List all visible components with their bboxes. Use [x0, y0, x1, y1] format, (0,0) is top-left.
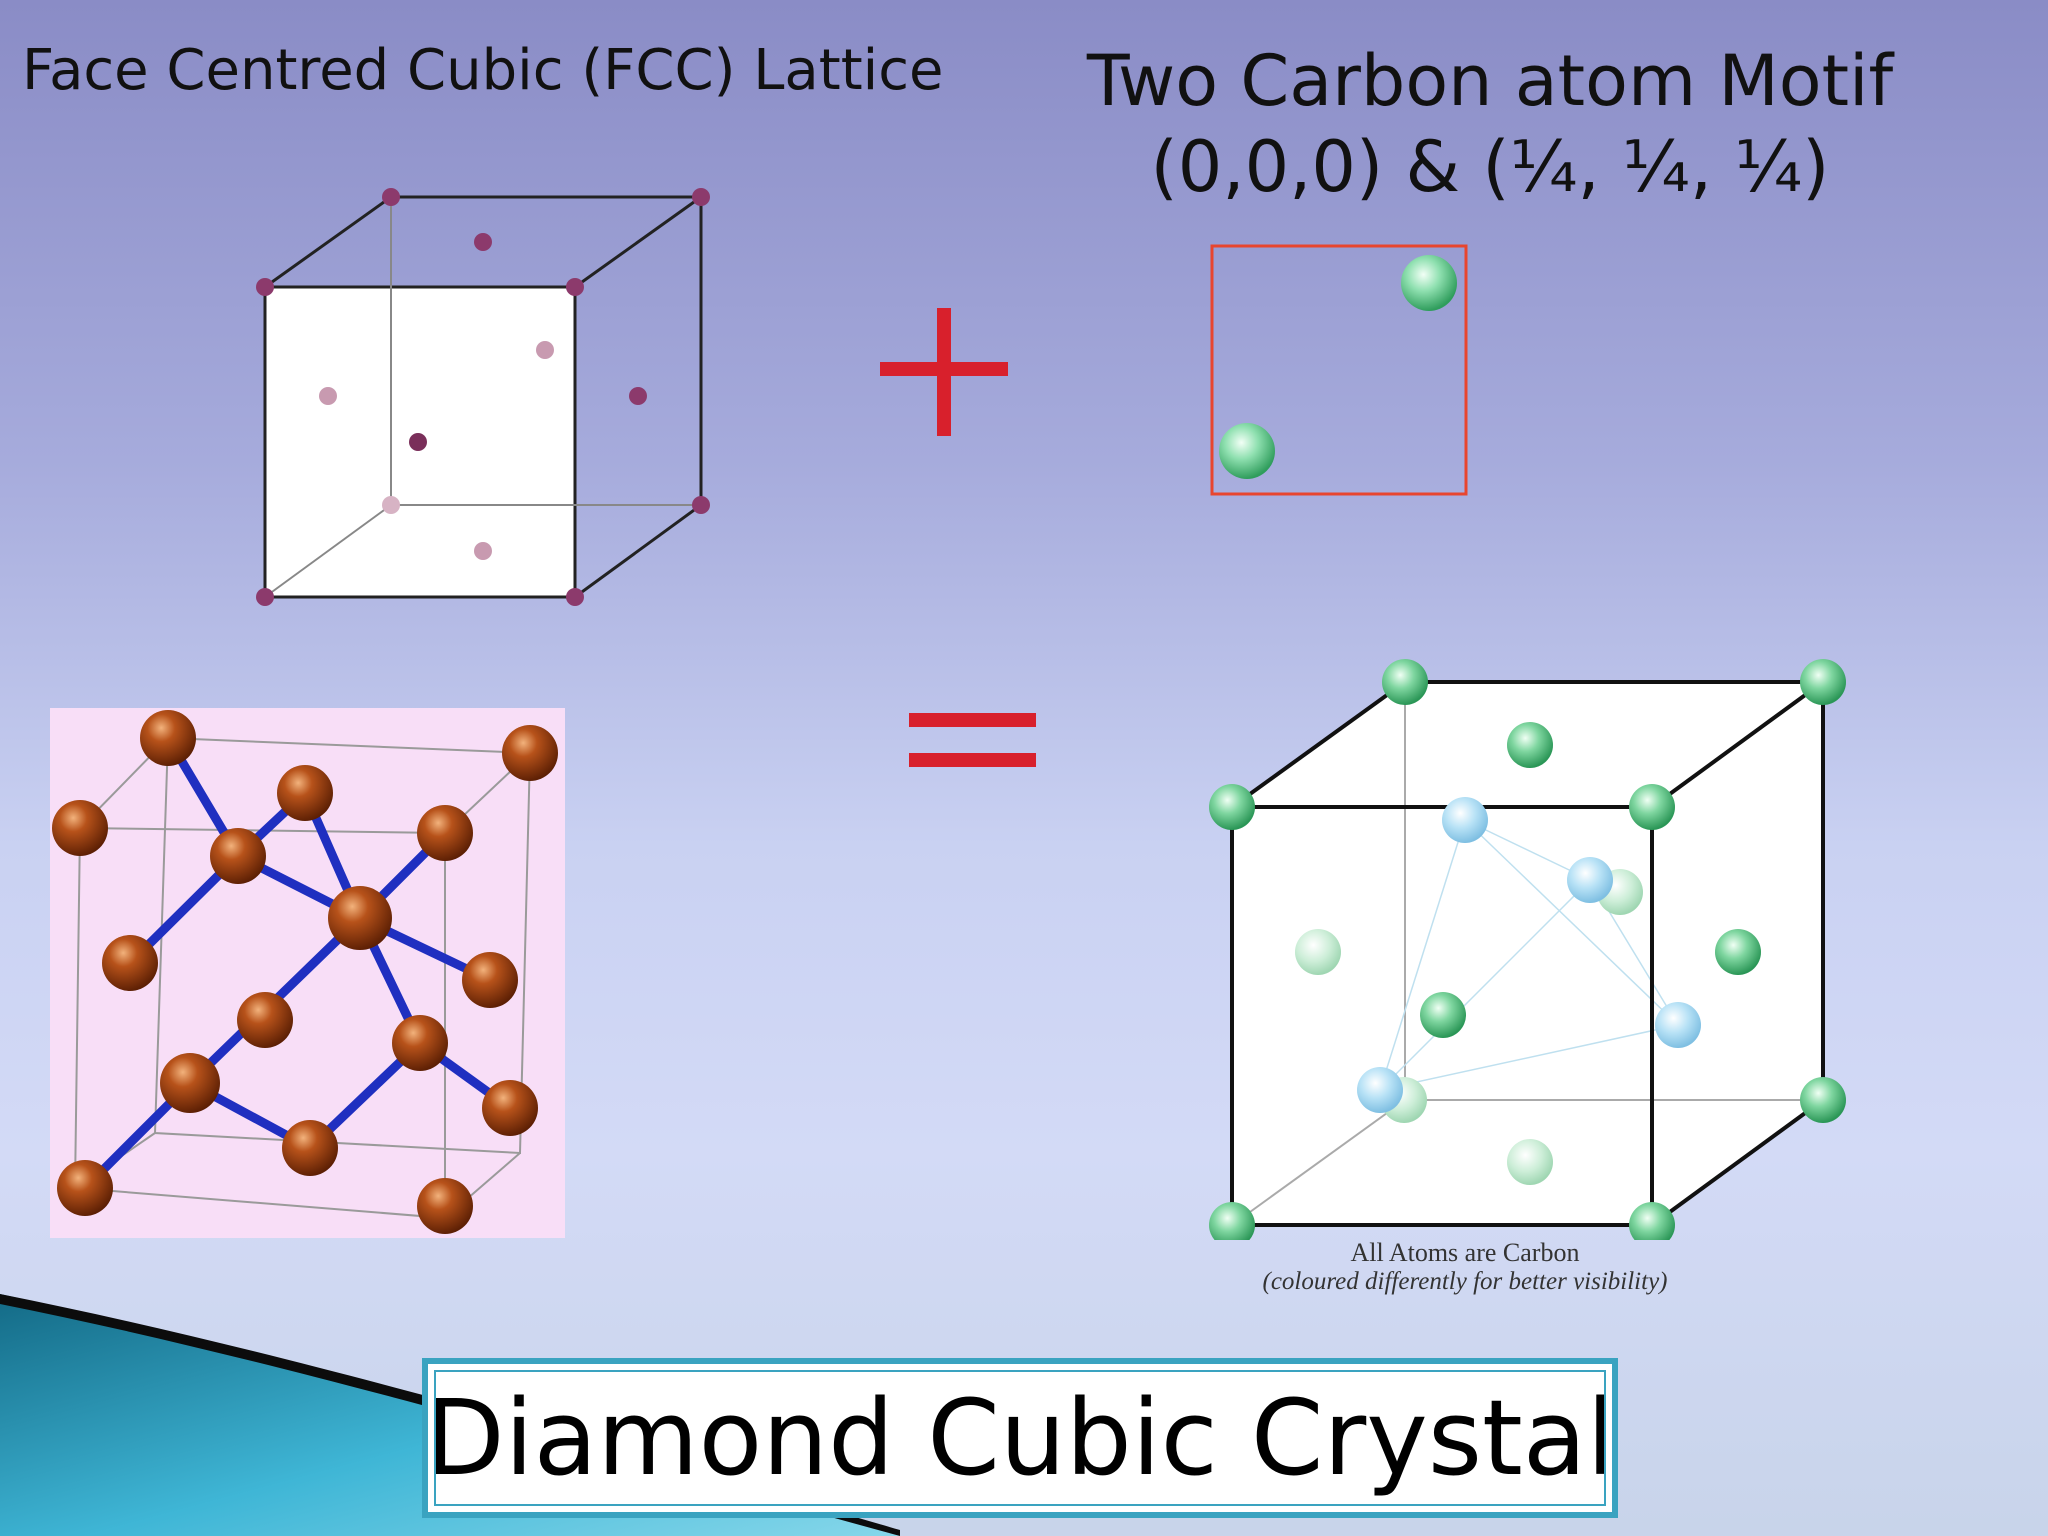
diamond-tetrahedral-atoms	[1357, 797, 1701, 1113]
ball-stick-svg	[52, 710, 558, 1234]
diamond-cubic-cell	[1209, 659, 1846, 1240]
ball-stick-model	[50, 708, 565, 1238]
lattice-face-points	[319, 233, 647, 560]
diamond-fcc-atoms	[1209, 659, 1846, 1240]
diamond-cube-edges	[1230, 680, 1825, 1227]
motif-title: Two Carbon atom Motif (0,0,0) & (¼, ¼, ¼…	[1050, 38, 1930, 210]
lattice-hidden-corner-point	[382, 496, 400, 514]
slide-title: Diamond Cubic Crystal	[424, 1377, 1616, 1499]
ball-stick-atoms	[52, 710, 558, 1234]
lattice-title: Face Centred Cubic (FCC) Lattice	[22, 38, 944, 103]
cube-hidden-edges	[264, 197, 701, 598]
diamond-caption: All Atoms are Carbon (coloured different…	[1190, 1238, 1740, 1296]
diamond-tetrahedral-bonds	[1379, 819, 1679, 1091]
motif-title-line1: Two Carbon atom Motif	[1086, 40, 1894, 122]
motif-diagram	[1210, 244, 1468, 496]
motif-atom-origin	[1219, 423, 1275, 479]
title-box: Diamond Cubic Crystal	[422, 1358, 1618, 1518]
motif-title-line2: (0,0,0) & (¼, ¼, ¼)	[1150, 126, 1830, 208]
caption-line2: (coloured differently for better visibil…	[1262, 1268, 1668, 1295]
motif-atom-quarter	[1401, 255, 1457, 311]
diamond-hidden-edges	[1231, 682, 1823, 1226]
plus-icon	[880, 308, 1008, 436]
equals-icon	[909, 713, 1036, 767]
fcc-lattice-diagram	[256, 188, 710, 606]
caption-line1: All Atoms are Carbon	[1350, 1238, 1580, 1267]
lattice-corner-points	[256, 188, 710, 606]
cube-edges	[263, 195, 703, 599]
motif-box	[1210, 244, 1468, 496]
